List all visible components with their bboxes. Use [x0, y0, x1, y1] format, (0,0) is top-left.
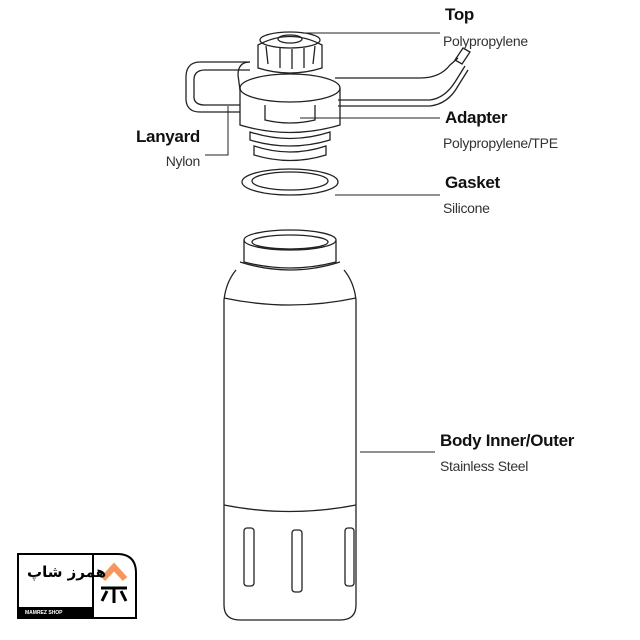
- label-gasket-title: Gasket: [445, 173, 500, 192]
- leader-lines: [205, 32, 440, 453]
- label-lanyard-material: Nylon: [165, 153, 201, 169]
- body-drawing: [223, 229, 357, 621]
- logo-frame: [17, 553, 137, 619]
- label-adapter-title: Adapter: [445, 108, 508, 127]
- adapter-drawing: [239, 73, 341, 162]
- logo-text-fa: همرز شاپ: [27, 563, 107, 581]
- label-top-title: Top: [445, 5, 474, 24]
- lanyard-drawing: [185, 47, 471, 113]
- label-top-material: Polypropylene: [443, 33, 528, 49]
- label-body-title: Body Inner/Outer: [440, 431, 575, 450]
- label-body-material: Stainless Steel: [440, 458, 529, 474]
- label-lanyard-title: Lanyard: [135, 127, 200, 146]
- logo-text-en: MAMREZ SHOP: [25, 610, 63, 616]
- label-adapter-material: Polypropylene/TPE: [443, 135, 558, 151]
- shop-logo: همرز شاپ MAMREZ SHOP: [17, 553, 137, 619]
- top-cap-drawing: [257, 31, 323, 74]
- label-gasket-material: Silicone: [443, 200, 490, 216]
- gasket-drawing: [241, 168, 339, 196]
